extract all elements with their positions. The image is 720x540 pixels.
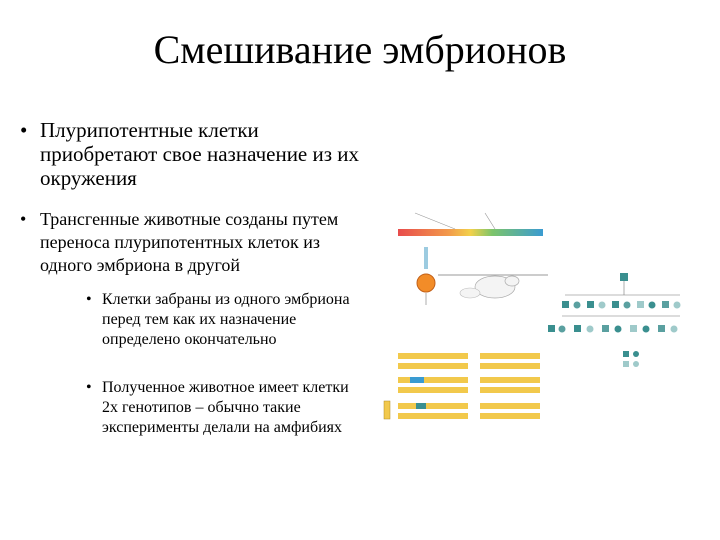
sub-bullet-2-text: Полученное животное имеет клетки 2х гено… <box>102 379 349 436</box>
pedigree-row-2 <box>548 325 678 333</box>
bullet-dot: • <box>20 118 28 142</box>
transgenic-figure <box>380 195 715 445</box>
mouse-sketch <box>459 275 520 299</box>
bullet-1-text: Плурипотентные клетки приобретают свое н… <box>40 118 360 190</box>
bullet-2-text: Трансгенные животные созданы путем перен… <box>40 209 339 275</box>
egg-injection <box>416 247 548 305</box>
legend <box>623 351 639 367</box>
bullet-dot: • <box>20 209 27 229</box>
transgenic-diagram <box>383 212 681 420</box>
plasmid-bar <box>398 212 543 236</box>
sub-bullet-1-text: Клетки забраны из одного эмбриона перед … <box>102 291 350 348</box>
bullet-dot: • <box>86 291 92 308</box>
bullet-dot: • <box>86 379 92 396</box>
transgenic-baby <box>565 273 680 296</box>
chromosome-bars <box>383 353 540 420</box>
slide-title: Смешивание эмбрионов <box>153 27 567 72</box>
pedigree-row-1 <box>562 301 681 317</box>
